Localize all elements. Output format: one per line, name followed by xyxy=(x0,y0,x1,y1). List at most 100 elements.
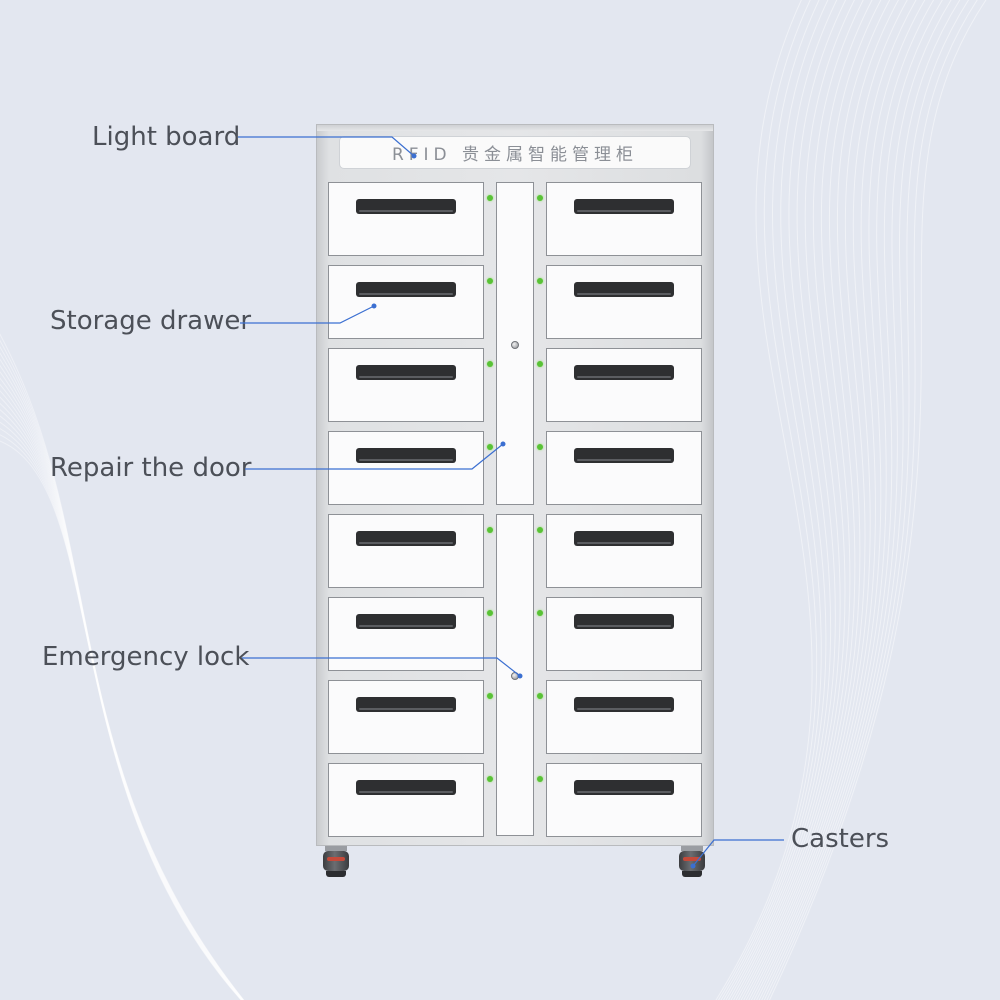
background-wave-line xyxy=(720,0,822,1000)
emergency-lock-icon[interactable] xyxy=(511,672,519,680)
storage-drawer[interactable] xyxy=(328,265,484,339)
label-storage-drawer: Storage drawer xyxy=(50,306,252,336)
background-wave-line xyxy=(0,358,244,1000)
storage-drawer[interactable] xyxy=(328,597,484,671)
drawer-handle[interactable] xyxy=(574,614,674,629)
caster-ring xyxy=(683,857,701,861)
background-wave-line xyxy=(0,371,244,1000)
background-wave-line xyxy=(745,0,908,1000)
background-wave-line xyxy=(735,0,873,1000)
caster-foot xyxy=(682,871,702,877)
drawer-handle[interactable] xyxy=(356,531,456,546)
background-wave-line xyxy=(758,0,952,1000)
storage-drawer[interactable] xyxy=(328,431,484,505)
background-wave-line xyxy=(0,434,243,1000)
background-wave-line xyxy=(0,333,245,1000)
background-wave-line xyxy=(0,428,243,1000)
storage-drawer[interactable] xyxy=(328,680,484,754)
background-wave-line xyxy=(0,440,242,1000)
caster-ring xyxy=(327,857,345,861)
background-wave-line xyxy=(753,0,935,1000)
indicator-led-icon xyxy=(537,361,543,367)
background-wave-line xyxy=(737,0,882,1000)
background-wave-line xyxy=(0,421,243,1000)
label-emergency-lock: Emergency lock xyxy=(42,642,250,672)
drawer-handle[interactable] xyxy=(356,780,456,795)
background-wave-line xyxy=(725,0,838,1000)
caster-wheel-right-icon xyxy=(677,846,707,878)
background-wave-line xyxy=(715,0,813,1000)
drawer-handle[interactable] xyxy=(356,199,456,214)
label-casters: Casters xyxy=(791,824,890,854)
background-wave-line xyxy=(0,415,243,1000)
storage-drawer[interactable] xyxy=(546,431,702,505)
indicator-led-icon xyxy=(487,610,493,616)
background-wave-line xyxy=(0,403,243,1000)
door-lock-icon[interactable] xyxy=(511,341,519,349)
drawer-handle[interactable] xyxy=(356,448,456,463)
caster-plate xyxy=(681,846,703,851)
indicator-led-icon xyxy=(487,444,493,450)
drawer-handle[interactable] xyxy=(574,199,674,214)
background-wave-line xyxy=(717,0,818,1000)
indicator-led-icon xyxy=(537,693,543,699)
background-wave-line xyxy=(0,339,245,1000)
indicator-led-icon xyxy=(487,693,493,699)
storage-drawer[interactable] xyxy=(546,763,702,837)
storage-drawer[interactable] xyxy=(546,182,702,256)
background-wave-line xyxy=(0,384,244,1000)
storage-drawer[interactable] xyxy=(546,597,702,671)
drawer-handle[interactable] xyxy=(356,697,456,712)
storage-drawer[interactable] xyxy=(546,680,702,754)
storage-drawer[interactable] xyxy=(546,348,702,422)
background-wave-line xyxy=(0,390,244,1000)
drawer-handle[interactable] xyxy=(356,614,456,629)
indicator-led-icon xyxy=(487,195,493,201)
drawer-handle[interactable] xyxy=(356,365,456,380)
storage-drawer[interactable] xyxy=(328,514,484,588)
drawer-handle[interactable] xyxy=(574,697,674,712)
indicator-led-icon xyxy=(537,776,543,782)
background-wave-line xyxy=(763,0,970,1000)
background-wave-line xyxy=(0,377,244,1000)
drawer-handle[interactable] xyxy=(574,365,674,380)
indicator-led-icon xyxy=(487,776,493,782)
indicator-led-icon xyxy=(537,444,543,450)
caster-foot xyxy=(326,871,346,877)
background-wave-line xyxy=(750,0,926,1000)
light-board-panel: RFID 贵金属智能管理柜 xyxy=(339,136,691,169)
background-wave-line xyxy=(722,0,829,1000)
storage-drawer[interactable] xyxy=(546,265,702,339)
background-wave-line xyxy=(755,0,943,1000)
drawer-handle[interactable] xyxy=(574,282,674,297)
caster-wheel xyxy=(679,851,705,871)
background-wave-line xyxy=(730,0,856,1000)
storage-drawer[interactable] xyxy=(328,182,484,256)
repair-door-lower[interactable] xyxy=(496,514,534,836)
indicator-led-icon xyxy=(487,278,493,284)
background-wave-line xyxy=(748,0,917,1000)
drawer-handle[interactable] xyxy=(574,448,674,463)
label-repair-door: Repair the door xyxy=(50,453,252,483)
storage-drawer[interactable] xyxy=(328,763,484,837)
smart-cabinet: RFID 贵金属智能管理柜 xyxy=(316,124,714,846)
indicator-led-icon xyxy=(537,278,543,284)
indicator-led-icon xyxy=(537,610,543,616)
repair-door-upper[interactable] xyxy=(496,182,534,505)
storage-drawer[interactable] xyxy=(546,514,702,588)
drawer-handle[interactable] xyxy=(574,531,674,546)
background-wave-line xyxy=(0,409,243,1000)
background-wave-line xyxy=(0,365,244,1000)
indicator-led-icon xyxy=(487,361,493,367)
caster-wheel-left-icon xyxy=(321,846,351,878)
background-wave-line xyxy=(743,0,900,1000)
drawer-handle[interactable] xyxy=(574,780,674,795)
storage-drawer[interactable] xyxy=(328,348,484,422)
cabinet-top-edge xyxy=(317,125,713,131)
drawer-handle[interactable] xyxy=(356,282,456,297)
indicator-led-icon xyxy=(537,195,543,201)
background-wave-line xyxy=(727,0,847,1000)
background-wave-line xyxy=(0,352,245,1000)
caster-plate xyxy=(325,846,347,851)
